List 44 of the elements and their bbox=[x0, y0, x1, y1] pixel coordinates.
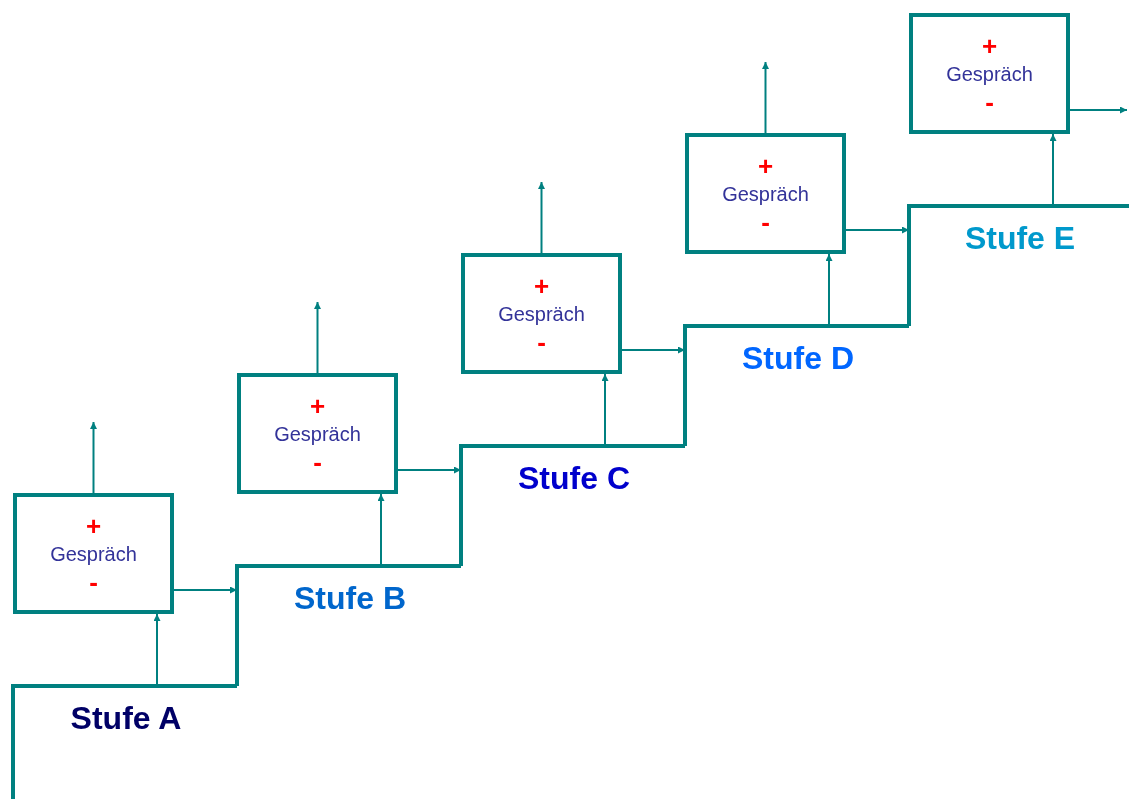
box-label: Gespräch bbox=[498, 302, 585, 325]
arrow bbox=[601, 373, 609, 447]
arrow bbox=[762, 61, 769, 134]
arrow bbox=[90, 421, 97, 494]
arrow bbox=[1069, 106, 1128, 114]
box-label: Gespräch bbox=[50, 542, 137, 565]
stair-step bbox=[907, 204, 1129, 326]
minus-sign: - bbox=[89, 570, 98, 593]
arrow bbox=[1049, 133, 1057, 207]
process-box bbox=[13, 493, 174, 614]
box-label: Gespräch bbox=[274, 422, 361, 445]
minus-sign: - bbox=[537, 330, 546, 353]
step-label: Stufe E bbox=[964, 222, 1076, 254]
plus-sign: + bbox=[981, 34, 998, 57]
process-box bbox=[685, 133, 846, 254]
arrow bbox=[173, 586, 238, 594]
plus-sign: + bbox=[533, 274, 550, 297]
minus-sign: - bbox=[313, 450, 322, 473]
step-label: Stufe B bbox=[294, 582, 406, 614]
minus-sign: - bbox=[985, 90, 994, 113]
stair-step bbox=[683, 324, 909, 446]
arrow bbox=[825, 253, 833, 327]
stair-step bbox=[235, 564, 461, 686]
step-label: Stufe D bbox=[742, 342, 854, 374]
plus-sign: + bbox=[757, 154, 774, 177]
arrow bbox=[538, 181, 545, 254]
process-box bbox=[461, 253, 622, 374]
process-box bbox=[909, 13, 1070, 134]
stair-step bbox=[459, 444, 685, 566]
plus-sign: + bbox=[85, 514, 102, 537]
arrow bbox=[377, 493, 385, 567]
minus-sign: - bbox=[761, 210, 770, 233]
arrow bbox=[314, 301, 321, 374]
step-label: Stufe A bbox=[70, 702, 182, 734]
arrow bbox=[153, 613, 161, 687]
plus-sign: + bbox=[309, 394, 326, 417]
step-label: Stufe C bbox=[518, 462, 630, 494]
stair-step bbox=[11, 684, 237, 799]
arrow bbox=[621, 346, 686, 354]
box-label: Gespräch bbox=[722, 182, 809, 205]
process-box bbox=[237, 373, 398, 494]
arrow bbox=[845, 226, 910, 234]
box-label: Gespräch bbox=[946, 62, 1033, 85]
arrow bbox=[397, 466, 462, 474]
